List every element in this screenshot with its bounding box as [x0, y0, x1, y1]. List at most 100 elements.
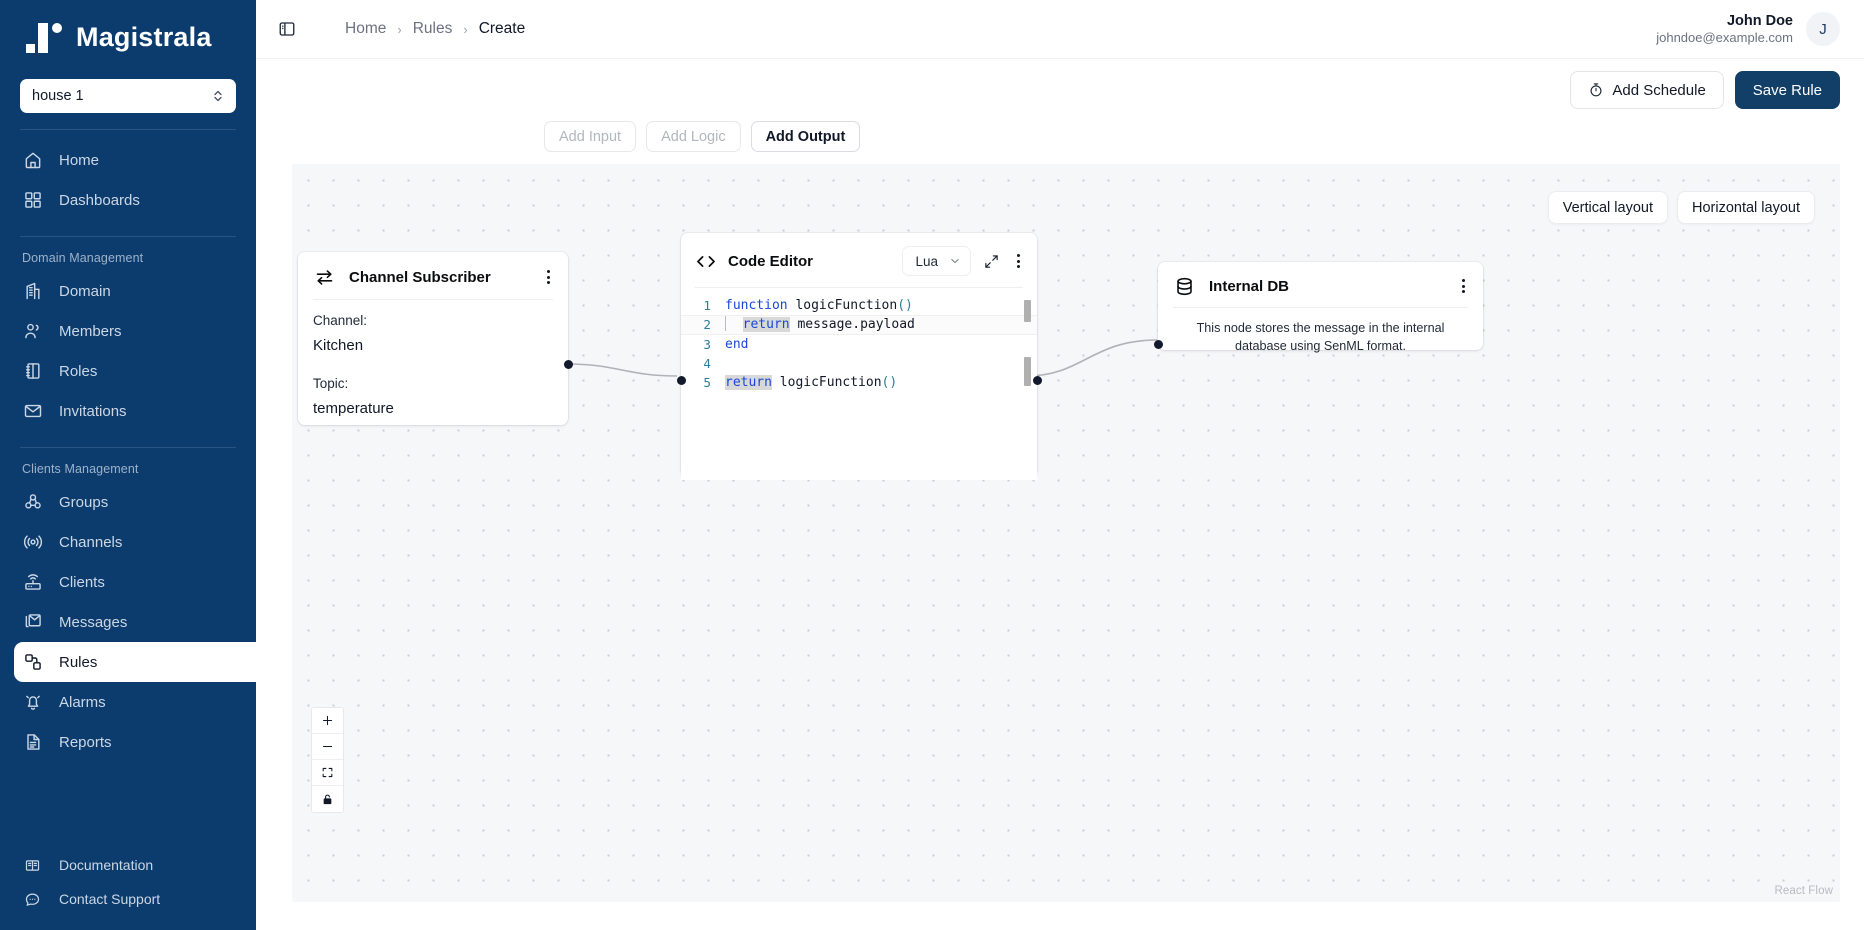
sidebar-item-label: Members	[59, 322, 122, 340]
breadcrumb-create: Create	[478, 20, 526, 37]
sidebar-item-rules[interactable]: Rules	[14, 642, 256, 682]
toggle-interactivity-button[interactable]	[312, 786, 343, 812]
router-icon	[22, 572, 43, 593]
dashboards-icon	[22, 190, 43, 211]
node-header: Internal DB	[1158, 262, 1483, 307]
sidebar-divider-2	[20, 236, 236, 237]
avatar[interactable]: J	[1806, 12, 1840, 46]
sidebar-toggle-icon[interactable]	[274, 16, 300, 42]
code-scrollbar-thumb[interactable]	[1024, 357, 1031, 386]
sidebar-item-alarms[interactable]: Alarms	[0, 682, 256, 722]
channel-field-label: Channel:	[313, 313, 368, 328]
sidebar-item-label: Reports	[59, 733, 112, 751]
main-area: Home › Rules › Create John Doe johndoe@e…	[256, 0, 1864, 930]
domain-selector-value: house 1	[32, 88, 84, 104]
sidebar-item-messages[interactable]: Messages	[0, 602, 256, 642]
code-line: 4	[681, 354, 1037, 373]
sidebar-item-invitations[interactable]: Invitations	[0, 391, 256, 431]
sidebar-item-label: Domain	[59, 282, 111, 300]
breadcrumb-separator-icon: ›	[397, 21, 402, 37]
flow-canvas[interactable]: Vertical layout Horizontal layout Channe…	[292, 164, 1840, 902]
expand-icon[interactable]	[980, 250, 1003, 273]
fit-view-button[interactable]	[312, 760, 343, 786]
breadcrumb-home[interactable]: Home	[345, 20, 387, 37]
domain-selector[interactable]: house 1	[20, 79, 236, 113]
nav-section-label-clients: Clients Management	[22, 462, 139, 476]
zoom-in-button[interactable]	[312, 708, 343, 734]
mail-icon	[22, 401, 43, 422]
vertical-layout-button[interactable]: Vertical layout	[1547, 191, 1668, 224]
chevron-down-icon	[949, 255, 961, 267]
sidebar-item-label: Roles	[59, 362, 98, 380]
stopwatch-icon	[1588, 82, 1604, 98]
sidebar-item-label: Documentation	[59, 857, 154, 873]
groups-icon	[22, 492, 43, 513]
node-code-editor[interactable]: Code Editor Lua	[676, 233, 1042, 480]
node-handle-target[interactable]	[1153, 340, 1163, 349]
node-handle-target[interactable]	[676, 376, 686, 385]
sidebar-item-members[interactable]: Members	[0, 311, 256, 351]
sidebar-item-reports[interactable]: Reports	[0, 722, 256, 762]
node-title: Internal DB	[1209, 277, 1290, 295]
tab-add-output[interactable]: Add Output	[750, 121, 861, 152]
react-flow-attribution[interactable]: React Flow	[1774, 885, 1833, 897]
brand-logo-block: Magistrala	[0, 0, 256, 65]
code-editor-area[interactable]: 1 function logicFunction() 2 return mess…	[681, 288, 1037, 480]
code-line-text: end	[725, 336, 749, 352]
zoom-out-button[interactable]	[312, 734, 343, 760]
sidebar-item-roles[interactable]: Roles	[0, 351, 256, 391]
user-info: John Doe johndoe@example.com	[1656, 12, 1793, 46]
code-scrollbar-thumb-top[interactable]	[1024, 300, 1031, 322]
sidebar-item-groups[interactable]: Groups	[0, 482, 256, 522]
sidebar-item-label: Home	[59, 151, 100, 169]
sidebar-item-contact-support[interactable]: Contact Support	[0, 882, 256, 916]
breadcrumb-rules[interactable]: Rules	[412, 20, 453, 37]
code-brackets-icon	[695, 254, 717, 269]
user-email: johndoe@example.com	[1656, 29, 1793, 45]
node-handle-source[interactable]	[1032, 376, 1042, 385]
sidebar-item-label: Groups	[59, 493, 109, 511]
bell-icon	[22, 692, 43, 713]
report-icon	[22, 732, 43, 753]
horizontal-layout-button[interactable]: Horizontal layout	[1677, 191, 1815, 224]
edge-code-to-db	[1026, 339, 1158, 377]
sidebar-item-dashboards[interactable]: Dashboards	[0, 180, 256, 220]
sidebar-item-clients[interactable]: Clients	[0, 562, 256, 602]
more-vertical-icon[interactable]	[1012, 251, 1025, 271]
home-icon	[22, 150, 43, 171]
layout-buttons: Vertical layout Horizontal layout	[1547, 191, 1815, 224]
nav-group-main: Home Dashboards	[0, 140, 256, 220]
node-divider	[695, 287, 1023, 288]
node-body: Channel: Kitchen Topic: temperature	[298, 300, 568, 417]
node-handle-source[interactable]	[563, 360, 573, 369]
edge-subscriber-to-code	[566, 363, 678, 377]
topbar-user-area: John Doe johndoe@example.com J	[1656, 12, 1840, 46]
language-select-value: Lua	[915, 253, 938, 269]
sidebar-item-channels[interactable]: Channels	[0, 522, 256, 562]
user-name: John Doe	[1726, 12, 1793, 29]
tab-add-input[interactable]: Add Input	[544, 121, 637, 152]
sidebar-divider-3	[20, 447, 236, 448]
language-select[interactable]: Lua	[902, 246, 971, 276]
nav-section-label-domain: Domain Management	[22, 251, 144, 265]
node-divider	[313, 299, 553, 300]
save-rule-button[interactable]: Save Rule	[1734, 71, 1840, 109]
sidebar-item-domain[interactable]: Domain	[0, 271, 256, 311]
sidebar-item-label: Rules	[59, 653, 98, 671]
sidebar: Magistrala house 1 Home Dashboards	[0, 0, 256, 930]
sidebar-item-label: Alarms	[59, 693, 106, 711]
code-line-text: return logicFunction()	[725, 375, 898, 391]
more-vertical-icon[interactable]	[544, 267, 553, 287]
code-line-number: 5	[703, 375, 711, 391]
code-line-number: 1	[703, 298, 711, 313]
add-schedule-button[interactable]: Add Schedule	[1570, 71, 1724, 109]
node-internal-db[interactable]: Internal DB This node stores the message…	[1153, 262, 1483, 353]
magistrala-logo-icon	[26, 22, 62, 53]
sidebar-item-documentation[interactable]: Documentation	[0, 848, 256, 882]
node-channel-subscriber[interactable]: Channel Subscriber Channel: Kitchen Topi…	[298, 252, 573, 425]
tab-add-logic[interactable]: Add Logic	[646, 121, 741, 152]
sidebar-item-home[interactable]: Home	[0, 140, 256, 180]
sidebar-divider-1	[20, 129, 236, 130]
more-vertical-icon[interactable]	[1459, 276, 1468, 296]
channel-field-value: Kitchen	[313, 337, 364, 354]
